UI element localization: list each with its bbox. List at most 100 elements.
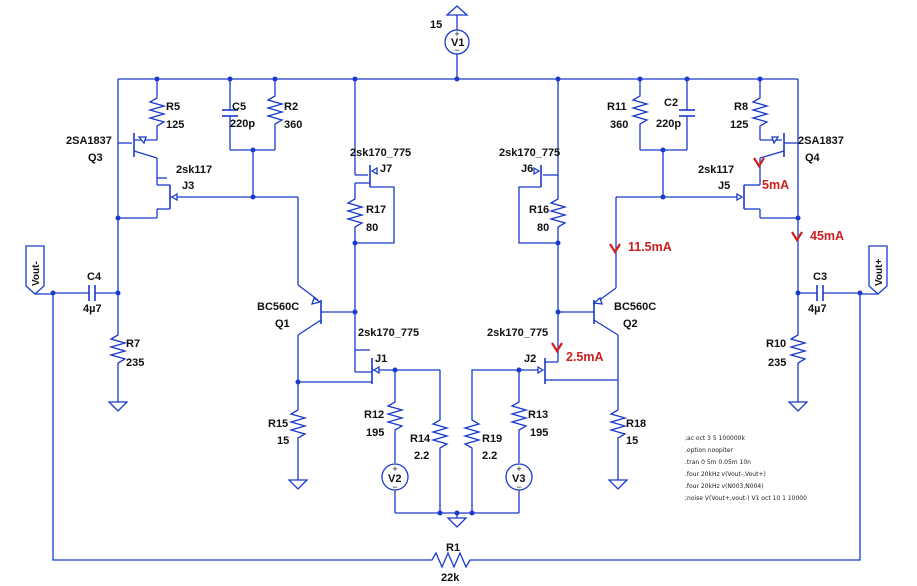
component-label: J6: [521, 163, 533, 175]
component-label: R5: [166, 101, 180, 113]
current-annotation-j6: 11.5mA: [609, 240, 672, 255]
component-label: 2SA1837: [66, 135, 112, 147]
resistor-r16: R16 80: [518, 183, 568, 244]
component-label: 45mA: [810, 229, 844, 243]
component-label: +: [392, 464, 397, 474]
component-label: 5mA: [762, 178, 789, 192]
component-label: R18: [626, 418, 646, 430]
resistor-r18: R18 15: [608, 380, 646, 480]
component-label: C5: [232, 101, 246, 113]
component-label: 195: [366, 427, 384, 439]
resistor-r13: R13 195: [509, 370, 548, 463]
supply-value: 15: [430, 19, 442, 31]
transistor-q1: BC560C Q1: [257, 284, 355, 382]
component-label: 220p: [656, 118, 681, 130]
resistor-r7: R7 235: [108, 293, 144, 402]
capacitor-c3: C3 4µ7: [798, 271, 860, 315]
component-label: 220p: [230, 118, 255, 130]
component-label: BC560C: [614, 301, 656, 313]
component-label: Q2: [623, 318, 638, 330]
component-label: +: [454, 29, 459, 39]
component-label: Q3: [88, 152, 103, 164]
component-label: BC560C: [257, 301, 299, 313]
resistor-r5: R5 125: [147, 79, 184, 140]
directive-line: .four 20kHz v(N003,N004): [685, 483, 764, 490]
component-label: 125: [166, 119, 184, 131]
component-label: 4µ7: [83, 303, 102, 315]
capacitor-c2: C2 220p: [656, 79, 695, 150]
component-label: 2.5mA: [566, 350, 604, 364]
component-label: Vout+: [874, 259, 885, 286]
capacitor-c5: C5 220p: [222, 79, 255, 150]
component-label: 2sk170_775: [350, 147, 411, 159]
transistor-q4: 2SA1837 Q4: [759, 79, 844, 178]
component-label: J7: [380, 163, 392, 175]
component-label: −: [392, 482, 397, 492]
component-label: 2sk170_775: [499, 147, 560, 159]
component-label: Q1: [275, 318, 290, 330]
component-label: R8: [734, 101, 748, 113]
component-label: 235: [768, 357, 786, 369]
transistor-q2: BC560C Q2: [558, 287, 656, 380]
component-label: 11.5mA: [628, 240, 672, 254]
current-annotation-j5: 5mA: [753, 157, 789, 192]
supply-ref: V1: [451, 37, 464, 49]
component-label: 2sk117: [698, 164, 734, 176]
jfet-j1: 2sk170_775 J1: [298, 327, 440, 384]
component-label: R1: [446, 542, 460, 554]
component-label: R12: [364, 409, 384, 421]
resistor-r10: R10 235: [766, 293, 808, 402]
port-vout-plus: Vout+: [860, 245, 888, 295]
component-label: R14: [410, 433, 431, 445]
component-label: J1: [375, 353, 387, 365]
transistor-q3: 2SA1837 Q3: [66, 79, 158, 178]
component-label: 2SA1837: [798, 135, 844, 147]
port-vout-minus: Vout-: [25, 245, 53, 295]
component-label: R17: [366, 204, 386, 216]
jfet-j5: 2sk117 J5: [698, 164, 761, 218]
component-label: R15: [268, 418, 288, 430]
ground-r7: [107, 401, 129, 412]
component-label: V3: [512, 473, 525, 485]
component-label: 235: [126, 357, 144, 369]
component-label: 15: [277, 435, 289, 447]
component-label: 2.2: [414, 450, 429, 462]
jfet-j6: 2sk170_775 J6: [499, 79, 560, 187]
component-label: R10: [766, 338, 786, 350]
current-annotation-q4: 45mA: [791, 229, 844, 243]
directive-line: .four 20kHz v(Vout-,Vout+): [685, 471, 766, 478]
component-label: 2sk170_775: [487, 327, 548, 339]
component-label: J5: [718, 180, 730, 192]
component-label: R13: [528, 409, 548, 421]
resistor-r19: R19 2.2: [462, 369, 519, 513]
component-label: −: [454, 45, 459, 55]
component-label: R16: [529, 204, 549, 216]
ground-r15: [287, 479, 309, 490]
resistor-r8: R8 125: [730, 79, 770, 140]
supply-source-v1: + − 15 V1: [430, 5, 470, 82]
ground-r18: [607, 479, 629, 490]
capacitor-c4: C4 4µ7: [53, 271, 118, 315]
resistor-r17: R17 80: [345, 183, 395, 244]
component-label: 2sk170_775: [358, 327, 419, 339]
ground-r10: [787, 401, 809, 412]
component-label: 360: [284, 119, 302, 131]
component-label: 195: [530, 427, 548, 439]
component-label: 15: [626, 435, 638, 447]
component-label: 22k: [441, 572, 460, 584]
current-annotation-j2: 2.5mA: [551, 342, 604, 364]
component-label: Q4: [805, 152, 821, 164]
component-label: C3: [813, 271, 827, 283]
ground-common: [446, 517, 468, 528]
component-label: +: [516, 464, 521, 474]
component-label: 4µ7: [808, 303, 827, 315]
component-label: C4: [87, 271, 102, 283]
spice-directives: ;ac oct 3 5 100000k .option noopiter .tr…: [685, 435, 807, 502]
jfet-j3: 2sk117 J3: [156, 164, 298, 218]
component-label: V2: [388, 473, 401, 485]
directive-line: .option noopiter: [685, 447, 733, 454]
resistor-r2: R2 360: [265, 79, 302, 150]
resistor-r15: R15 15: [268, 382, 308, 480]
component-label: J3: [182, 180, 194, 192]
component-label: 80: [537, 222, 549, 234]
